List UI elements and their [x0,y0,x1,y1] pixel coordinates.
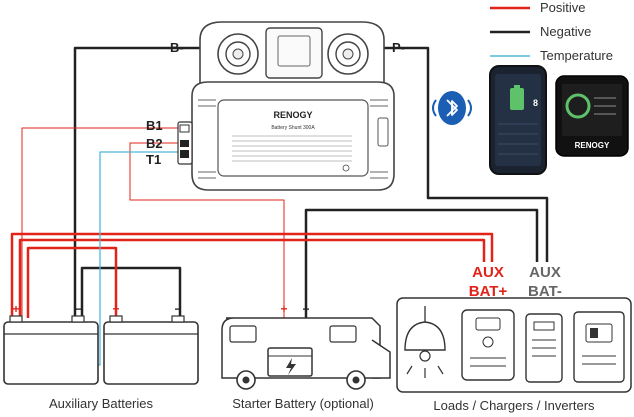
wire-bminus [73,46,215,318]
loads-box [396,297,632,393]
wire-pminus [370,46,549,262]
starter-battery-plus: + [280,302,287,316]
label-b1: B1 [146,118,163,133]
inverter-icon [573,311,625,383]
battery-monitor-display: RENOGY [555,75,629,157]
shunt-brand: RENOGY [273,110,312,120]
charge-controller-icon [461,309,515,381]
caption-loads: Loads / Chargers / Inverters [433,398,595,413]
dc-charger-icon [525,313,563,383]
caption-aux-batteries: Auxiliary Batteries [49,396,154,411]
aux-bat-neg-label-1: AUX [529,264,561,281]
wire-auxbat-pos-2 [18,238,486,318]
aux-terminal-labels: AUX BAT+ AUX BAT- [469,264,562,300]
rv-starter-battery: + − [221,302,391,390]
aux-bat-pos-label-1: AUX [472,264,504,281]
label-b2: B2 [146,136,163,151]
legend-temperature-label: Temperature [540,48,613,63]
lamp-icon [404,306,446,378]
bluetooth-icon [432,91,472,125]
wire-b2-sense [129,142,285,318]
starter-battery-minus: − [302,302,309,316]
shunt-port-t1 [180,150,189,158]
legend-negative-label: Negative [540,24,591,39]
shunt-model: Battery Shunt 300A [271,125,315,131]
battery-shunt: RENOGY Battery Shunt 300A B- P- B1 B2 T1 [146,21,405,191]
aux-battery-2-plus: + [112,302,119,316]
label-t1: T1 [146,152,161,167]
phone-reading: 8 [533,98,538,108]
aux-battery-1-plus: + [12,302,19,316]
shunt-port-b1 [179,124,190,133]
legend-positive-label: Positive [540,0,586,15]
monitor-brand: RENOGY [575,141,610,150]
aux-battery-1: + − [3,302,99,385]
shunt-port-b2 [180,140,189,147]
wire-starter-neg [304,208,539,318]
smartphone-app: 8 [489,65,547,175]
aux-bat-pos-label-2: BAT+ [469,283,508,300]
aux-battery-1-minus: − [74,302,81,316]
wire-aux-series-pos [26,246,118,318]
legend: Positive Negative Temperature [490,0,613,63]
label-bminus: B- [170,40,184,55]
caption-starter-battery: Starter Battery (optional) [232,396,374,411]
wire-auxbat-pos-1 [10,232,494,318]
wire-aux-series-neg [80,266,182,318]
aux-bat-neg-label-2: BAT- [528,283,562,300]
aux-battery-2: + − [103,302,199,385]
label-pminus: P- [392,40,405,55]
aux-battery-2-minus: − [174,302,181,316]
shunt-label-plate [217,99,369,177]
wire-b1-sense [21,127,178,318]
